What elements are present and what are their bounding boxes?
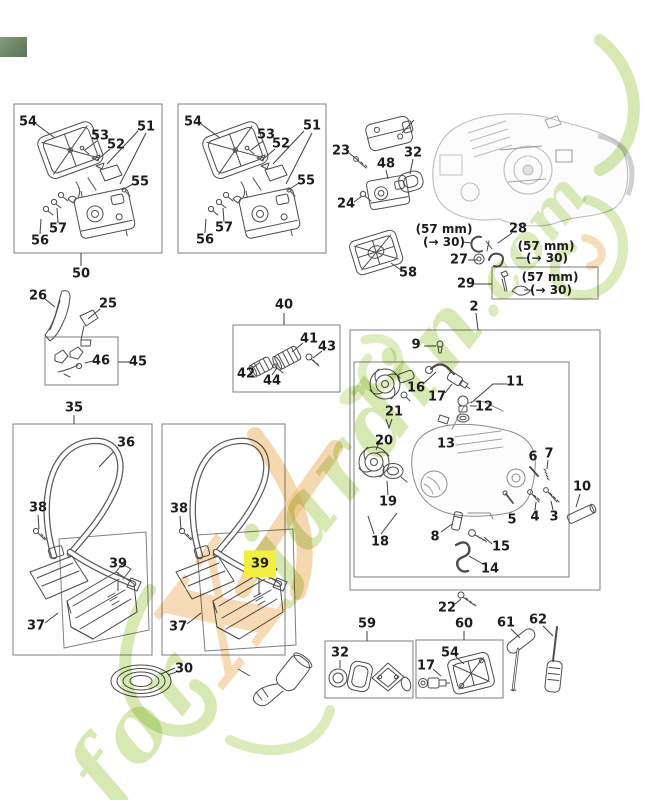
part-label-10: 10 — [572, 479, 592, 495]
part-label-57mm: (57 mm) — [415, 222, 473, 236]
part-label-32: 32 — [403, 145, 423, 161]
part-label-42: 42 — [236, 366, 256, 382]
gasket-32-art — [398, 170, 424, 193]
part-label-57mm: (57 mm) — [521, 270, 579, 284]
part-label-28: 28 — [508, 221, 528, 237]
service-kit-art — [418, 651, 495, 695]
part-label-16: 16 — [406, 380, 426, 396]
part-label-5: 5 — [507, 512, 517, 528]
part-label-30: (→ 30) — [530, 283, 572, 297]
part-label-9: 9 — [411, 337, 421, 353]
part-label-3: 3 — [549, 509, 559, 525]
part-label-30: (→ 30) — [423, 235, 465, 249]
part-label-55: 55 — [130, 174, 150, 190]
part-label-58: 58 — [398, 265, 418, 281]
part-label-57: 57 — [214, 220, 234, 236]
part-label-50: 50 — [71, 266, 91, 282]
muffler-art — [365, 115, 414, 152]
part-label-22: 22 — [437, 600, 457, 616]
crankcase-parts-art — [358, 363, 597, 573]
tools-art — [506, 626, 563, 693]
part-label-17: 17 — [416, 658, 436, 674]
part-label-38: 38 — [28, 500, 48, 516]
part-label-53: 53 — [256, 127, 276, 143]
part-label-18: 18 — [370, 534, 390, 550]
air-filter-58-art — [349, 229, 404, 276]
part-label-36: 36 — [116, 435, 136, 451]
part-label-4: 4 — [530, 509, 540, 525]
part-label-11: 11 — [505, 374, 525, 390]
part-label-19: 19 — [378, 494, 398, 510]
part-label-52: 52 — [271, 136, 291, 152]
pin-10-art — [566, 503, 597, 524]
part-label-43: 43 — [317, 339, 337, 355]
part-label-8: 8 — [430, 529, 440, 545]
part-label-51: 51 — [302, 118, 322, 134]
part-label-6: 6 — [528, 449, 538, 465]
part-label-40: 40 — [274, 297, 294, 313]
part-label-57: 57 — [48, 221, 68, 237]
part-label-54: 54 — [183, 114, 203, 130]
part-label-53: 53 — [90, 128, 110, 144]
part-label-55: 55 — [296, 173, 316, 189]
handle-molding-art — [44, 290, 99, 378]
part-label-62: 62 — [528, 612, 548, 628]
part-label-25: 25 — [98, 296, 118, 312]
part-label-38: 38 — [169, 501, 189, 517]
part-label-21: 21 — [384, 404, 404, 420]
part-label-26: 26 — [28, 288, 48, 304]
part-label-35: 35 — [64, 400, 84, 416]
part-label-13: 13 — [436, 436, 456, 452]
part-label-60: 60 — [454, 616, 474, 632]
part-label-37: 37 — [26, 618, 46, 634]
part-label-54: 54 — [440, 645, 460, 661]
part-label-32: 32 — [330, 645, 350, 661]
part-label-54: 54 — [18, 114, 38, 130]
part-label-48: 48 — [376, 156, 396, 172]
part-label-51: 51 — [136, 119, 156, 135]
corner-logo-chip — [0, 37, 27, 57]
gasket-set-art — [328, 660, 412, 693]
part-label-59: 59 — [357, 616, 377, 632]
part-label-39: 39 — [108, 556, 128, 572]
part-label-56: 56 — [30, 233, 50, 249]
part-label-14: 14 — [480, 561, 500, 577]
part-label-15: 15 — [491, 539, 511, 555]
part-label-27: 27 — [449, 252, 469, 268]
hose-27-art — [488, 252, 504, 268]
part-label-7: 7 — [544, 446, 554, 462]
part-label-44: 44 — [262, 373, 282, 389]
part-label-61: 61 — [496, 615, 516, 631]
part-label-37: 37 — [168, 619, 188, 635]
part-label-23: 23 — [331, 143, 351, 159]
screw-22-art — [457, 591, 465, 599]
part-label-2: 2 — [469, 299, 479, 315]
part-label-12: 12 — [474, 399, 494, 415]
part-label-45: 45 — [128, 354, 148, 370]
part-label-17: 17 — [427, 389, 447, 405]
part-label-52: 52 — [106, 137, 126, 153]
part-label-41: 41 — [299, 331, 319, 347]
part-label-56: 56 — [195, 232, 215, 248]
part-label-24: 24 — [336, 196, 356, 212]
part-label-29: 29 — [456, 276, 476, 292]
muffler-carb-parts-art — [349, 115, 531, 607]
part-label-46: 46 — [91, 353, 111, 369]
part-label-30: 30 — [174, 661, 194, 677]
part-label-20: 20 — [374, 433, 394, 449]
springs-art — [248, 345, 320, 378]
part-label-30: (→ 30) — [526, 251, 568, 265]
clamp-28-art — [470, 235, 483, 253]
screw-29-art — [500, 270, 509, 292]
part-label-39: 39 — [243, 550, 277, 578]
